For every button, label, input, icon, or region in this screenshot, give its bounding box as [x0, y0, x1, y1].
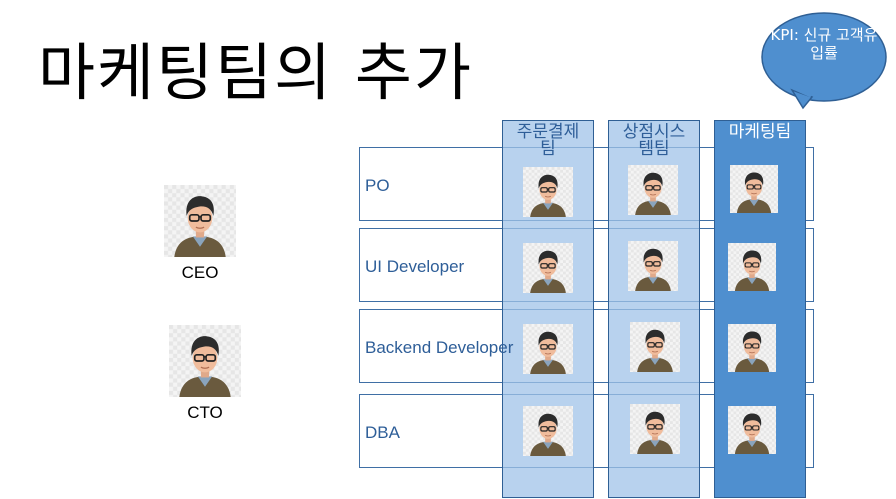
member-avatar — [629, 404, 681, 454]
member-avatar — [522, 167, 574, 217]
member-avatar — [629, 322, 681, 372]
kpi-callout-text: KPI: 신규 고객유입률 — [770, 26, 878, 62]
member-avatar — [727, 406, 777, 454]
role-label-ui-developer: UI Developer — [365, 257, 465, 276]
member-avatar — [627, 241, 679, 291]
team-header-order-payment: 주문결제 팀 — [516, 122, 580, 159]
member-avatar — [522, 406, 574, 456]
ceo-avatar — [164, 185, 236, 257]
member-avatar — [522, 324, 574, 374]
member-avatar — [727, 324, 777, 372]
member-avatar — [729, 165, 779, 213]
role-label-po: PO — [365, 176, 390, 195]
team-header-store-system: 상점시스 템팀 — [622, 122, 686, 159]
ceo-label: CEO — [181, 263, 219, 282]
cto-avatar — [169, 325, 241, 397]
member-avatar — [627, 165, 679, 215]
member-avatar — [522, 243, 574, 293]
role-label-backend-developer: Backend Developer — [365, 338, 514, 357]
team-header-marketing: 마케팅팀 — [728, 122, 792, 142]
member-avatar — [727, 243, 777, 291]
role-label-dba: DBA — [365, 423, 400, 442]
cto-label: CTO — [187, 403, 223, 422]
slide-title: 마케팅팀의 추가 — [38, 36, 473, 109]
